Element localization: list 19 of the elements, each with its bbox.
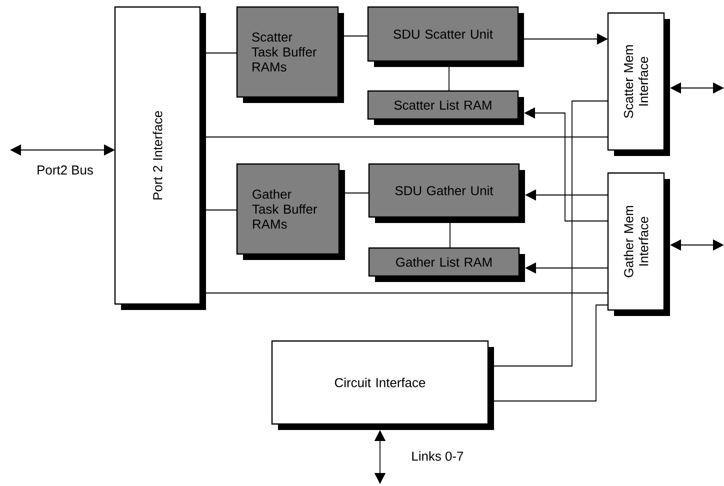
connector-line <box>206 52 238 54</box>
interface-box: Gather Mem Interface <box>607 172 670 316</box>
connector-line <box>206 292 608 294</box>
ram-block: SDU Scatter Unit <box>367 6 524 67</box>
ram-block: Gather List RAM <box>368 247 525 282</box>
interface-box: Circuit Interface <box>271 340 494 430</box>
connector-line <box>494 100 608 366</box>
connector-line <box>206 136 608 138</box>
ram-block: Scatter List RAM <box>367 90 524 125</box>
port-label: Links 0-7 <box>412 451 464 461</box>
connector-line <box>448 66 450 92</box>
interface-box: Scatter Mem Interface <box>607 12 670 156</box>
connector-line <box>344 192 370 194</box>
ram-block: SDU Gather Unit <box>368 163 525 223</box>
port-label: Port2 Bus <box>38 165 93 175</box>
ram-block: Gather Task Buffer RAMs <box>236 163 345 260</box>
ram-block: Scatter Task Buffer RAMs <box>236 6 344 103</box>
interface-box: Port 2 Interface <box>114 6 206 310</box>
connector-line <box>494 304 608 402</box>
